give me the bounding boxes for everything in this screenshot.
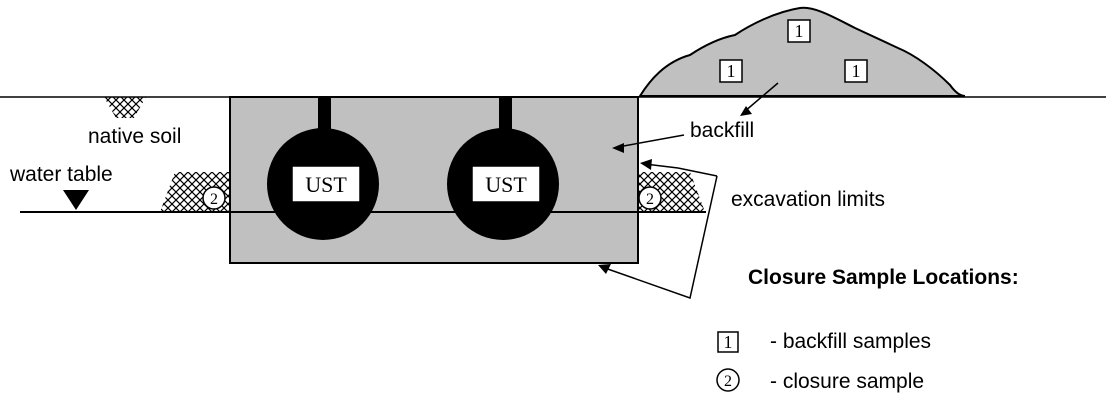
legend-backfill-desc: - backfill samples bbox=[770, 330, 931, 353]
excavation-limits-leader-upper bbox=[644, 163, 718, 177]
arrowhead-icon bbox=[612, 143, 624, 153]
svg-text:2: 2 bbox=[724, 373, 732, 390]
tank-label-box bbox=[291, 165, 361, 203]
stockpile-arrow bbox=[743, 82, 779, 113]
excavation-limits-leader-lower bbox=[601, 175, 718, 299]
water-table-label: water table bbox=[9, 163, 113, 186]
closure-sample-marker: 2 bbox=[202, 186, 226, 210]
tank-label: UST bbox=[485, 172, 527, 197]
svg-text:2: 2 bbox=[646, 191, 654, 208]
legend-closure-desc: - closure sample bbox=[770, 370, 924, 393]
backfill-label: backfill bbox=[690, 119, 754, 142]
native-soil-label: native soil bbox=[88, 125, 181, 148]
svg-text:1: 1 bbox=[727, 61, 736, 81]
water-table-symbol bbox=[63, 190, 89, 210]
svg-text:2: 2 bbox=[210, 191, 218, 208]
backfill-sample-marker: 1 bbox=[787, 19, 811, 43]
arrowhead-icon bbox=[740, 106, 752, 116]
native-soil-hatch bbox=[104, 97, 146, 118]
closure-sample-marker: 2 bbox=[638, 186, 662, 210]
excavation-limits-label: excavation limits bbox=[731, 188, 885, 211]
tank-riser bbox=[318, 97, 331, 133]
svg-text:1: 1 bbox=[795, 21, 804, 41]
tank-label-box bbox=[471, 165, 541, 203]
svg-text:1: 1 bbox=[724, 332, 733, 352]
arrowhead-icon bbox=[640, 159, 652, 170]
backfill-arrow bbox=[617, 134, 685, 148]
backfill-sample-marker: 1 bbox=[844, 59, 868, 83]
svg-text:1: 1 bbox=[852, 61, 861, 81]
arrowhead-icon bbox=[598, 264, 611, 274]
legend-backfill-symbol: 1 bbox=[717, 331, 739, 353]
tank-label: UST bbox=[305, 172, 347, 197]
legend-title: Closure Sample Locations: bbox=[748, 266, 1019, 289]
backfill-sample-marker: 1 bbox=[719, 59, 743, 83]
legend-closure-symbol: 2 bbox=[716, 368, 740, 392]
tank-riser bbox=[499, 97, 512, 133]
